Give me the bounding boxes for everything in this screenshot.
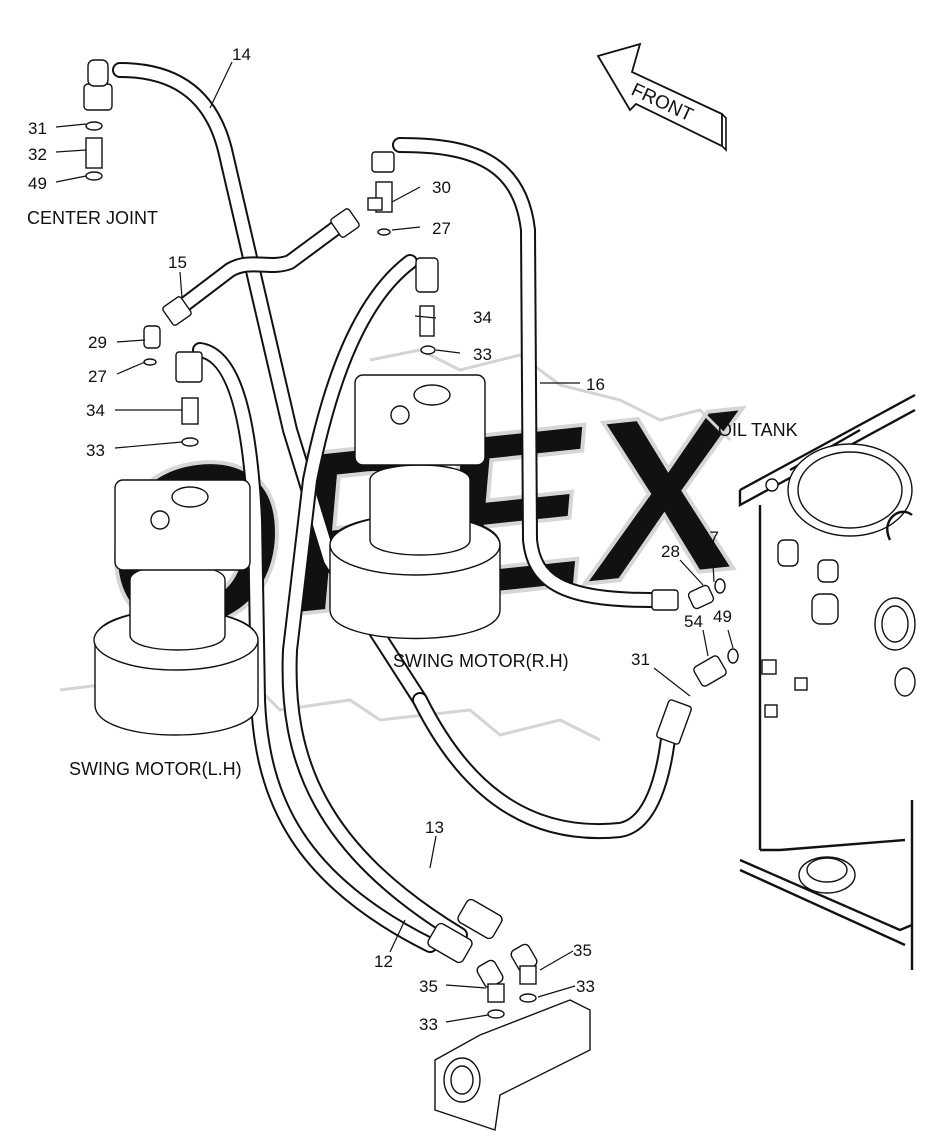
callout-31-upper: 31 [28, 119, 47, 138]
callout-16: 16 [586, 375, 605, 394]
callout-14: 14 [232, 45, 251, 64]
callout-15: 15 [168, 253, 187, 272]
callout-27-upper: 27 [432, 219, 451, 238]
callout-13: 13 [425, 818, 444, 837]
callout-27-tank: 27 [700, 528, 719, 547]
callout-54: 54 [684, 612, 703, 631]
callout-32: 32 [28, 145, 47, 164]
callout-31-tank: 31 [631, 650, 650, 669]
callout-33-rh: 33 [473, 345, 492, 364]
callout-33-left: 33 [419, 1015, 438, 1034]
callout-35-left: 35 [419, 977, 438, 996]
fittings [83, 59, 739, 1019]
callout-33-right: 33 [576, 977, 595, 996]
front-arrow: FRONT [596, 42, 727, 152]
caption-swing-motor-rh: SWING MOTOR(R.H) [393, 651, 569, 671]
callout-33-lh: 33 [86, 441, 105, 460]
swing-motor-lh-shape [93, 479, 259, 736]
callout-29: 29 [88, 333, 107, 352]
callout-12: 12 [374, 952, 393, 971]
callout-34-lh: 34 [86, 401, 105, 420]
callout-28: 28 [661, 542, 680, 561]
callout-labels: 14 31 32 49 30 27 15 34 33 29 27 16 34 3… [28, 45, 732, 1034]
oil-tank [738, 393, 916, 970]
captions: CENTER JOINT OIL TANK SWING MOTOR(R.H) S… [27, 208, 798, 779]
caption-center-joint: CENTER JOINT [27, 208, 158, 228]
caption-oil-tank: OIL TANK [718, 420, 798, 440]
caption-swing-motor-lh: SWING MOTOR(L.H) [69, 759, 242, 779]
swing-motor-rh-shape [329, 374, 501, 640]
callout-35-right: 35 [573, 941, 592, 960]
callout-34-rh: 34 [473, 308, 492, 327]
callout-49-upper: 49 [28, 174, 47, 193]
callout-49-tank: 49 [713, 607, 732, 626]
hose-group [112, 62, 678, 953]
callout-30: 30 [432, 178, 451, 197]
valve-block [434, 999, 591, 1131]
leader-lines [55, 61, 734, 1023]
callout-27-lh: 27 [88, 367, 107, 386]
